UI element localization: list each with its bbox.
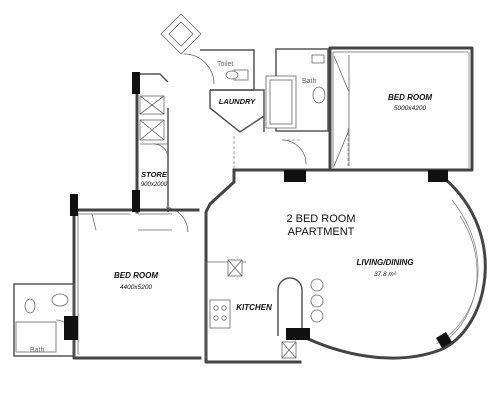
plan-title-line1: 2 BED ROOM [286,213,355,225]
bath-top [265,48,329,132]
structural-columns [64,72,452,348]
store-name: STORE [141,170,168,179]
living-name: LIVING/DINING [357,258,414,267]
toilet-room [160,13,255,91]
toilet-label: Toilet [217,61,233,68]
bedroom-left-name: BED ROOM [114,271,158,280]
laundry-label: LAUNDRY [219,97,257,106]
bedroom-left-dims: 4400x5200 [120,284,153,291]
bedroom-top-dims: 5000x4200 [394,105,427,112]
kitchen-label: KITCHEN [236,303,272,312]
plan-title-line2: APARTMENT [288,226,355,238]
bedroom-top-name: BED ROOM [388,93,432,102]
living-area: 37.8 m² [374,271,397,278]
store-dims: 900x2000 [141,182,168,188]
living-walls [204,168,487,364]
bath-left-label: Bath [30,347,45,354]
bath-top-label: Bath [302,78,317,85]
corridor-walls [135,72,349,233]
laundry-room [209,89,265,133]
